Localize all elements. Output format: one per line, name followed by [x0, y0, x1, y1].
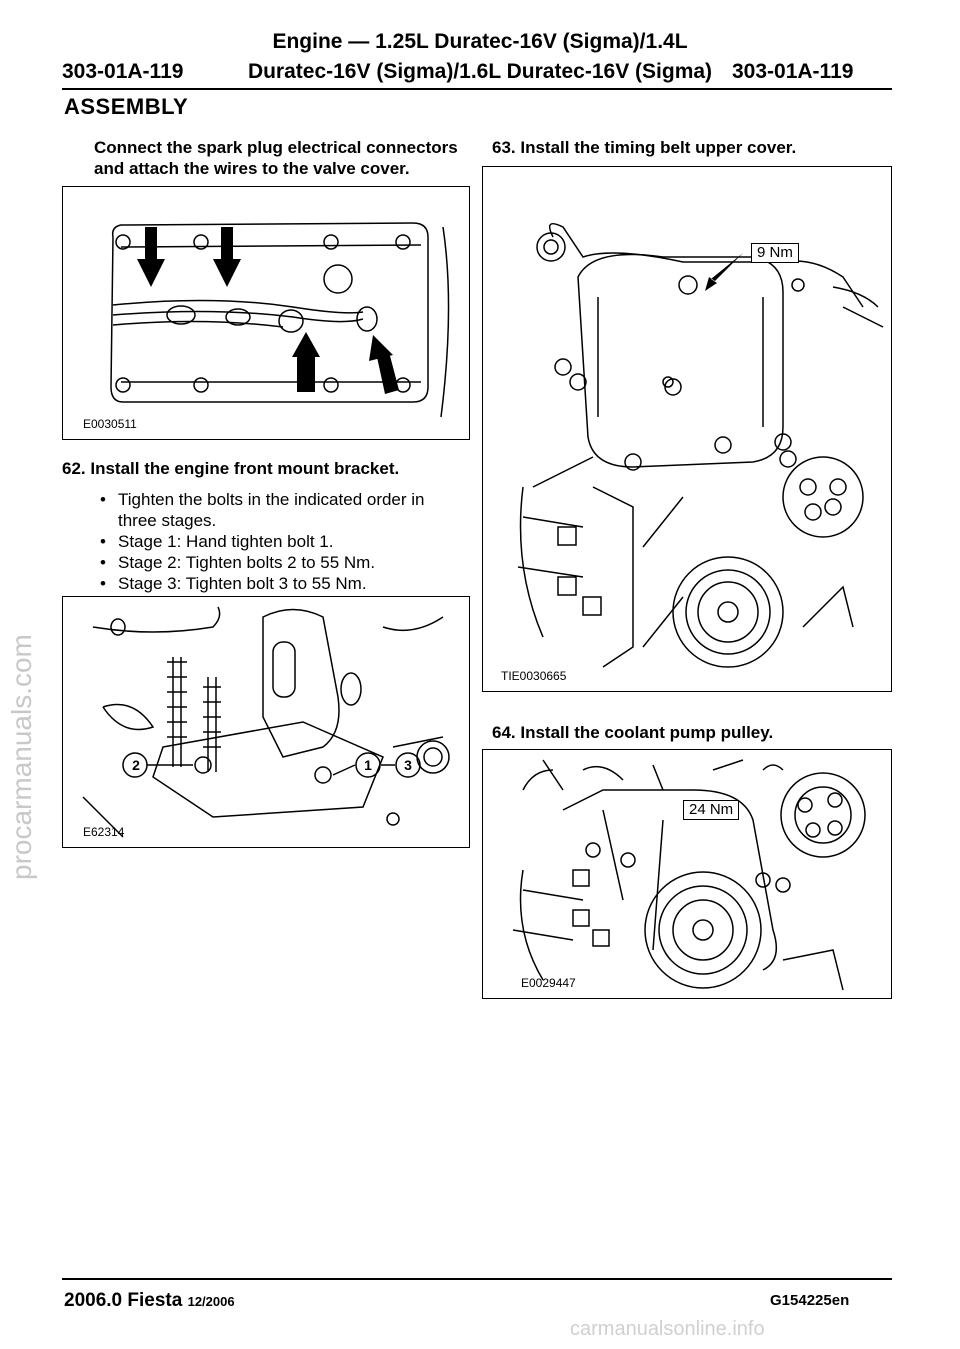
step-62-bullet-1: Tighten the bolts in the indicated order… — [92, 489, 460, 531]
torque-label-24nm: 24 Nm — [683, 800, 740, 820]
step-62-bullet-4: Stage 3: Tighten bolt 3 to 55 Nm. — [92, 573, 460, 594]
footer-rule — [62, 1278, 892, 1280]
bottom-watermark: carmanualsonline.info — [570, 1318, 765, 1340]
section-heading: ASSEMBLY — [64, 94, 189, 119]
step-62-bullet-3: Stage 2: Tighten bolts 2 to 55 Nm. — [92, 552, 460, 573]
figure-valve-cover: E0030511 — [62, 186, 470, 440]
side-watermark-text: procarmanuals.com — [6, 634, 37, 880]
timing-cover-illustration — [517, 222, 884, 668]
footer-document-code: G154225en — [770, 1292, 850, 1309]
figure-label-e62314: E62314 — [83, 825, 125, 839]
step-62-title: 62. Install the engine front mount brack… — [62, 459, 400, 478]
figure-engine-mount-bracket: 2 1 3 E62314 — [62, 596, 470, 848]
intro-instruction: Connect the spark plug electrical connec… — [94, 138, 458, 178]
side-watermark: procarmanuals.com — [0, 560, 40, 890]
header-title: Engine — 1.25L Duratec-16V (Sigma)/1.4L — [272, 30, 688, 53]
engine-mount-illustration — [82, 606, 450, 838]
header-rule — [62, 88, 892, 90]
footer-model-name: 2006.0 Fiesta — [64, 1290, 183, 1311]
figure-label-tie0030665: TIE0030665 — [501, 669, 567, 683]
header-subtitle: Duratec-16V (Sigma)/1.6L Duratec-16V (Si… — [247, 60, 713, 83]
figure-coolant-pump-pulley: 24 Nm E0029447 — [482, 749, 892, 999]
callout-2: 2 — [132, 757, 140, 773]
step-64-title: 64. Install the coolant pump pulley. — [492, 723, 774, 742]
figure-label-e0029447: E0029447 — [521, 976, 576, 990]
footer-date: 12/2006 — [187, 1294, 235, 1309]
figure-label-e0030511: E0030511 — [83, 417, 137, 431]
figure-timing-belt-cover: 9 Nm TIE0030665 — [482, 166, 892, 692]
callout-1: 1 — [364, 757, 372, 773]
torque-label-9nm: 9 Nm — [751, 243, 799, 263]
step-63-title: 63. Install the timing belt upper cover. — [492, 138, 797, 157]
footer-model: 2006.0 Fiesta 12/2006 — [64, 1290, 235, 1312]
step-62-bullets: Tighten the bolts in the indicated order… — [92, 489, 460, 594]
step-62-bullet-2: Stage 1: Hand tighten bolt 1. — [92, 531, 460, 552]
header-page-number-right: 303-01A-119 — [732, 60, 854, 83]
coolant-pump-illustration — [512, 759, 866, 991]
callout-3: 3 — [404, 757, 412, 773]
header-page-number-left: 303-01A-119 — [62, 60, 184, 83]
valve-cover-illustration — [110, 222, 450, 418]
